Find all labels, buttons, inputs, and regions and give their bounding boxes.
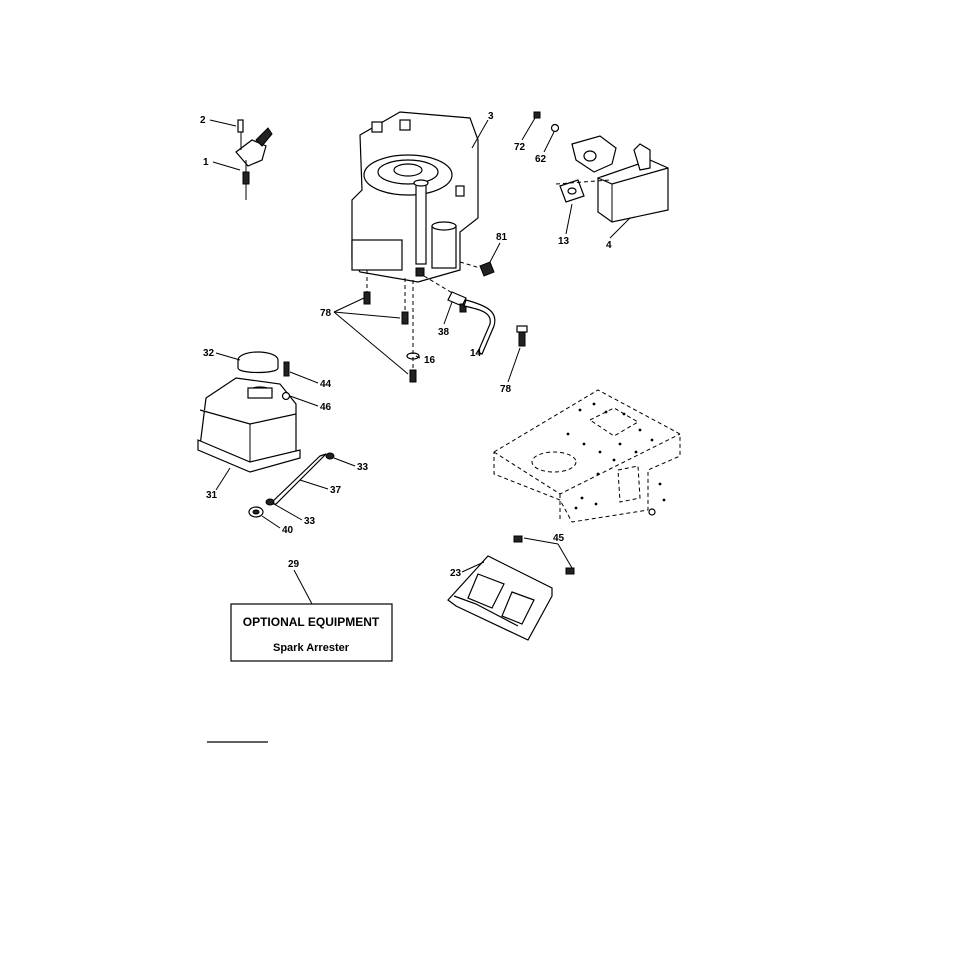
callout-3: 3 <box>488 111 494 122</box>
fuel-line-part <box>424 276 527 354</box>
throttle-control-part <box>236 120 272 200</box>
callout-38: 38 <box>438 327 450 338</box>
callout-14: 14 <box>470 348 482 359</box>
callout-23: 23 <box>450 568 462 579</box>
callout-31: 31 <box>206 490 218 501</box>
callout-78-right: 78 <box>500 384 512 395</box>
callout-45: 45 <box>553 533 565 544</box>
heat-shield-part <box>448 536 574 640</box>
spark-arrester-label: Spark Arrester <box>273 642 350 654</box>
callout-2: 2 <box>200 115 206 126</box>
callout-78-left: 78 <box>320 308 332 319</box>
muffler-part <box>534 112 668 222</box>
callout-40: 40 <box>282 525 294 536</box>
callout-29: 29 <box>288 559 300 570</box>
fuel-tank-part <box>198 352 334 517</box>
callout-72: 72 <box>514 142 526 153</box>
optional-equipment-title: OPTIONAL EQUIPMENT <box>243 615 380 629</box>
callout-16: 16 <box>424 355 436 366</box>
callout-33-bottom: 33 <box>304 516 316 527</box>
callout-4: 4 <box>606 240 612 251</box>
callout-37: 37 <box>330 485 342 496</box>
callout-33-top: 33 <box>357 462 369 473</box>
callout-62: 62 <box>535 154 547 165</box>
callout-44: 44 <box>320 379 332 390</box>
callout-1: 1 <box>203 157 209 168</box>
callout-32: 32 <box>203 348 215 359</box>
chassis-plate-part <box>494 390 680 522</box>
callout-46: 46 <box>320 402 332 413</box>
engine-part <box>352 112 478 282</box>
callout-13: 13 <box>558 236 570 247</box>
callout-81: 81 <box>496 232 508 243</box>
